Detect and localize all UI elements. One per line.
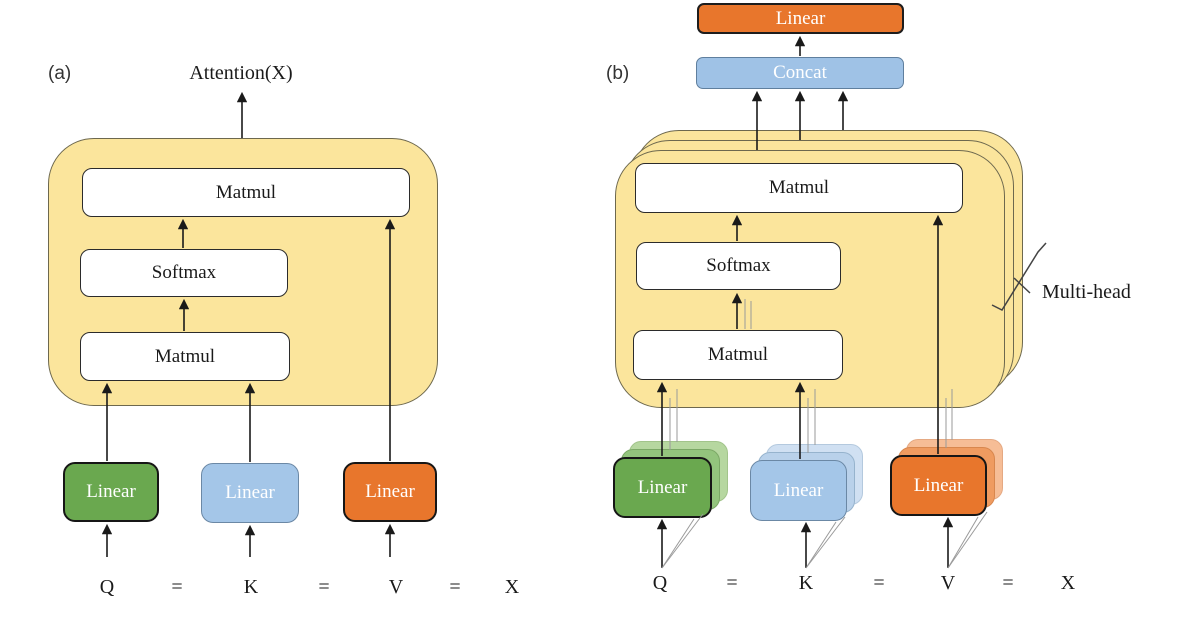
matmul-top-box-b: Matmul (635, 163, 963, 213)
linear-v-box-b: Linear (890, 455, 987, 516)
input-q-label-b: Q (652, 572, 668, 594)
multi-head-label: Multi-head (1042, 281, 1131, 303)
matmul-bottom-box-a: Matmul (80, 332, 290, 381)
linear-k-box-a: Linear (201, 463, 299, 523)
input-x-label-b: X (1060, 572, 1076, 594)
attention-output-label: Attention(X) (189, 62, 293, 84)
softmax-box-a: Softmax (80, 249, 288, 297)
linear-output-box-b: Linear (697, 3, 904, 34)
equals-2-b: = (873, 572, 885, 594)
equals-2-a: = (318, 576, 330, 598)
input-x-label-a: X (504, 576, 520, 598)
linear-v-box-a: Linear (343, 462, 437, 522)
linear-q-box-a: Linear (63, 462, 159, 522)
softmax-box-b: Softmax (636, 242, 841, 290)
equals-3-b: = (1002, 572, 1014, 594)
concat-box-b: Concat (696, 57, 904, 89)
equals-1-a: = (171, 576, 183, 598)
panel-a-label: (a) (48, 63, 72, 84)
input-q-label-a: Q (99, 576, 115, 598)
linear-k-box-b: Linear (750, 460, 847, 521)
matmul-top-box-a: Matmul (82, 168, 410, 217)
linear-q-box-b: Linear (613, 457, 712, 518)
equals-1-b: = (726, 572, 738, 594)
equals-3-a: = (449, 576, 461, 598)
panel-b-label: (b) (606, 63, 630, 84)
input-k-label-a: K (243, 576, 259, 598)
matmul-bottom-box-b: Matmul (633, 330, 843, 380)
input-k-label-b: K (798, 572, 814, 594)
input-v-label-b: V (940, 572, 956, 594)
input-v-label-a: V (388, 576, 404, 598)
